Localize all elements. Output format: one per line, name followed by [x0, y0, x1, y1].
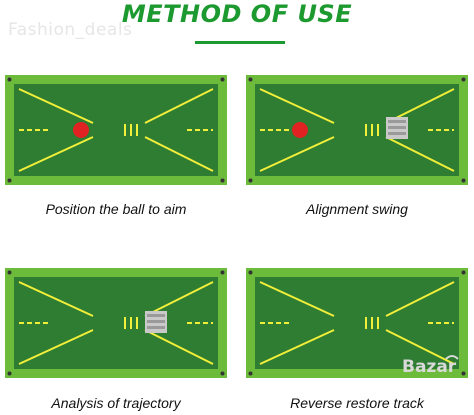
- brush-mark-icon: [145, 311, 167, 333]
- panel-trajectory-analysis: Analysis of trajectory: [5, 268, 227, 411]
- panel-caption: Alignment swing: [306, 201, 408, 217]
- svg-text:Bazar: Bazar: [402, 357, 457, 377]
- training-mat: [5, 75, 227, 185]
- panel-caption: Position the ball to aim: [45, 201, 187, 217]
- bazar-logo-icon: Bazar: [402, 355, 459, 377]
- panel-caption: Analysis of trajectory: [51, 395, 181, 411]
- brush-mark-icon: [386, 117, 408, 139]
- page-title: METHOD OF USE: [121, 0, 353, 28]
- training-mat: [5, 268, 227, 378]
- training-mat: [246, 75, 468, 185]
- panel-position-ball: Position the ball to aim: [5, 75, 227, 217]
- watermark-text: Fashion_deals: [8, 20, 133, 40]
- panel-caption: Reverse restore track: [290, 395, 424, 411]
- panel-reverse-track: Reverse restore track: [246, 268, 468, 411]
- golf-ball-icon: [292, 122, 308, 138]
- golf-ball-icon: [73, 122, 89, 138]
- panel-alignment-swing: Alignment swing: [246, 75, 468, 217]
- title-underline: [195, 41, 285, 44]
- training-mat: [246, 268, 468, 378]
